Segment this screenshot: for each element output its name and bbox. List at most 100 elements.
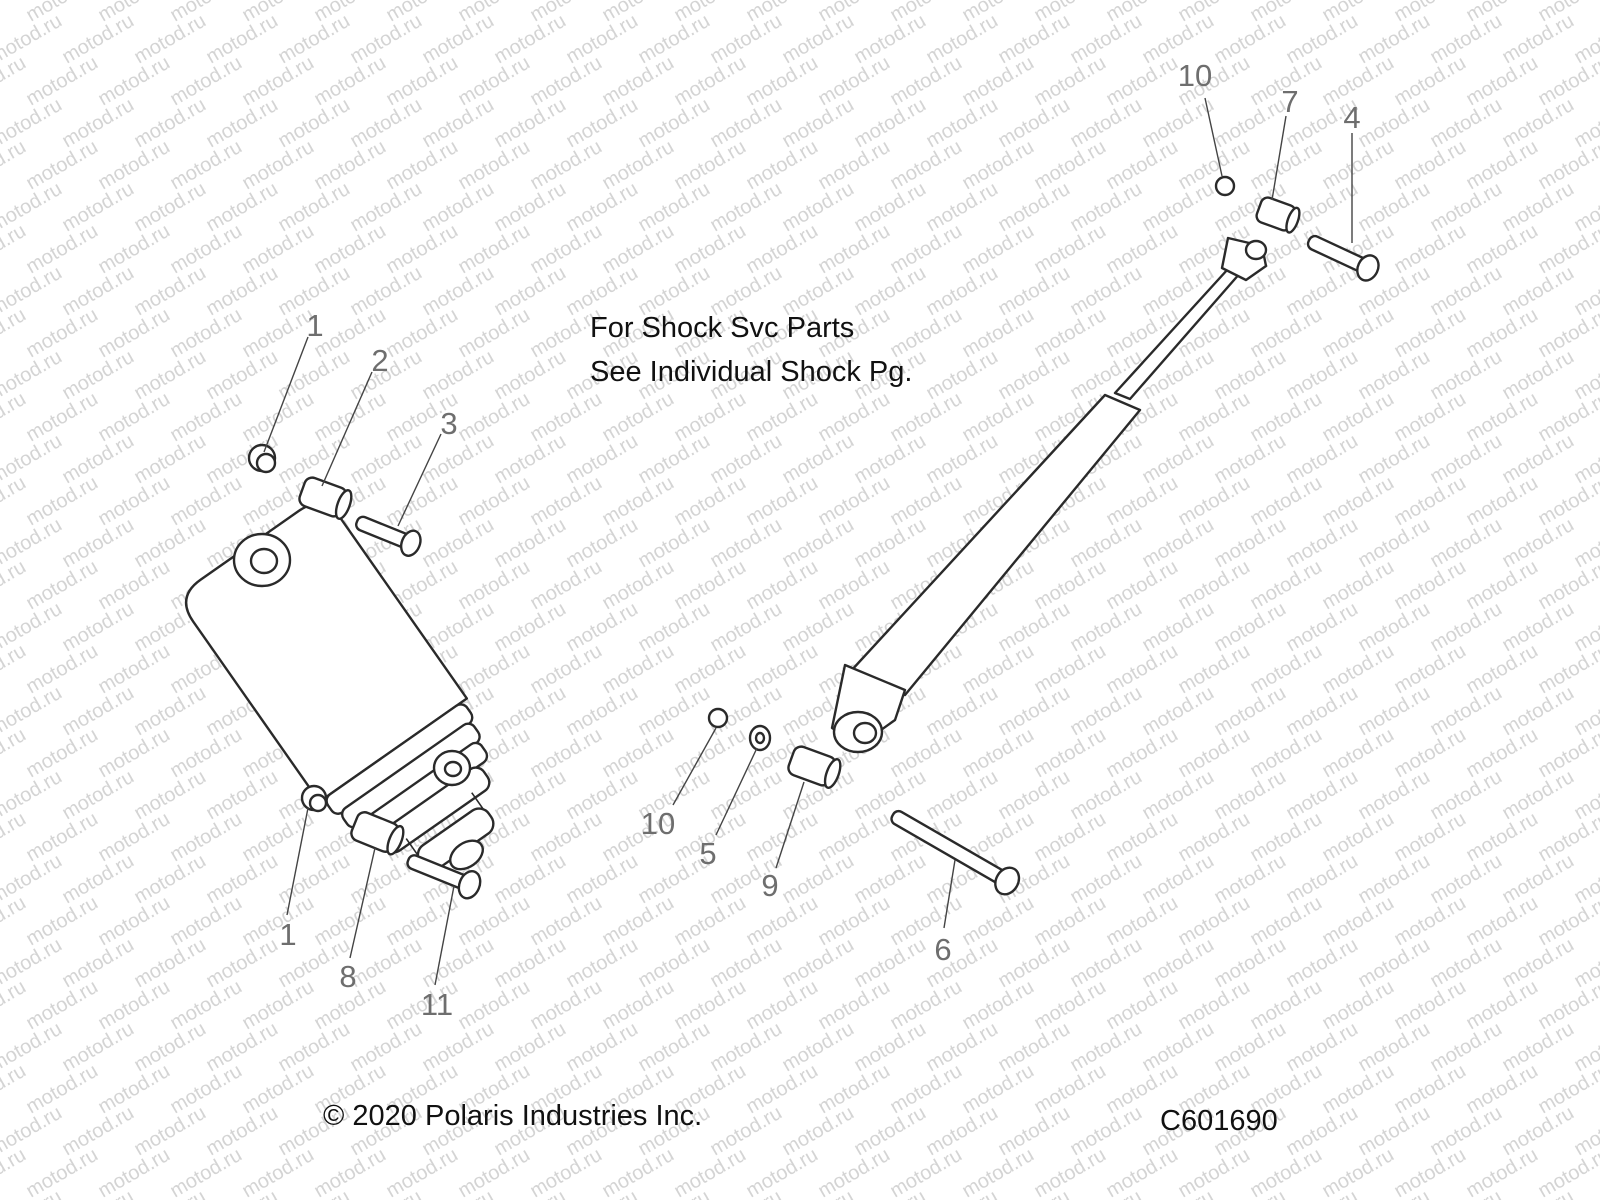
watermark-text: motod.ru (490, 178, 569, 237)
watermark-text: motod.ru (130, 1018, 209, 1077)
callout-7: 7 (1281, 84, 1298, 119)
watermark-text: motod.ru (418, 430, 497, 489)
watermark-text: motod.ru (166, 136, 245, 195)
watermark-text: motod.ru (202, 850, 281, 909)
watermark-text: motod.ru (1138, 1018, 1217, 1077)
watermark-text: motod.ru (202, 1102, 281, 1161)
watermark-text: motod.ru (994, 682, 1073, 741)
watermark-text: motod.ru (202, 1018, 281, 1077)
callout-8: 8 (339, 959, 356, 994)
watermark-text: motod.ru (0, 892, 30, 951)
watermark-text: motod.ru (58, 682, 137, 741)
watermark-text: motod.ru (1498, 850, 1577, 909)
watermark-text: motod.ru (994, 262, 1073, 321)
watermark-text: motod.ru (454, 976, 533, 1035)
watermark-text: motod.ru (1354, 514, 1433, 573)
watermark-text: motod.ru (382, 220, 461, 279)
watermark-text: motod.ru (58, 1102, 137, 1161)
watermark-text: motod.ru (1210, 94, 1289, 153)
watermark-text: motod.ru (310, 136, 389, 195)
watermark-text: motod.ru (58, 514, 137, 573)
watermark-text: motod.ru (778, 934, 857, 993)
watermark-text: motod.ru (1102, 1144, 1181, 1200)
watermark-text: motod.ru (1066, 682, 1145, 741)
watermark-text: motod.ru (1030, 304, 1109, 363)
watermark-text: motod.ru (526, 220, 605, 279)
watermark-text: motod.ru (58, 346, 137, 405)
watermark-text: motod.ru (0, 136, 30, 195)
bolt-11 (406, 854, 482, 900)
watermark-text: motod.ru (1282, 346, 1361, 405)
watermark-text: motod.ru (1318, 976, 1397, 1035)
watermark-text: motod.ru (22, 472, 101, 531)
watermark-text: motod.ru (1246, 892, 1325, 951)
watermark-text: motod.ru (454, 388, 533, 447)
watermark-text: motod.ru (58, 1018, 137, 1077)
watermark-text: motod.ru (886, 52, 965, 111)
watermark-text: motod.ru (1210, 1018, 1289, 1077)
watermark-text: motod.ru (742, 220, 821, 279)
watermark-text: motod.ru (1246, 640, 1325, 699)
watermark-text: motod.ru (1282, 262, 1361, 321)
watermark-text: motod.ru (1030, 808, 1109, 867)
watermark-text: motod.ru (1282, 682, 1361, 741)
watermark-text: motod.ru (1246, 724, 1325, 783)
watermark-text: motod.ru (814, 1144, 893, 1200)
watermark-text: motod.ru (454, 1144, 533, 1200)
watermark-text: motod.ru (1354, 598, 1433, 657)
watermark-text: motod.ru (886, 892, 965, 951)
watermark-text: motod.ru (94, 640, 173, 699)
watermark-text: motod.ru (598, 52, 677, 111)
watermark-text: motod.ru (1354, 934, 1433, 993)
watermark-text: motod.ru (1318, 388, 1397, 447)
watermark-text: motod.ru (922, 262, 1001, 321)
watermark-text: motod.ru (1498, 178, 1577, 237)
watermark-text: motod.ru (958, 52, 1037, 111)
watermark-text: motod.ru (742, 52, 821, 111)
watermark-text: motod.ru (454, 472, 533, 531)
watermark-text: motod.ru (1498, 10, 1577, 69)
watermark-text: motod.ru (1030, 724, 1109, 783)
watermark-text: motod.ru (1066, 178, 1145, 237)
watermark-text: motod.ru (1462, 1060, 1541, 1119)
watermark-text: motod.ru (742, 1060, 821, 1119)
callout-4: 4 (1343, 100, 1360, 135)
watermark-text: motod.ru (526, 724, 605, 783)
watermark-text: motod.ru (1282, 766, 1361, 825)
watermark-text: motod.ru (1426, 850, 1505, 909)
watermark-text: motod.ru (1498, 430, 1577, 489)
watermark-text: motod.ru (1030, 52, 1109, 111)
watermark-text: motod.ru (526, 892, 605, 951)
watermark-text: motod.ru (202, 262, 281, 321)
watermark-text: motod.ru (490, 598, 569, 657)
watermark-text: motod.ru (634, 682, 713, 741)
watermark-text: motod.ru (958, 1144, 1037, 1200)
watermark-text: motod.ru (22, 640, 101, 699)
callouts: 1 2 3 1 8 11 10 7 4 10 5 9 6 (279, 58, 1360, 1022)
watermark-text: motod.ru (886, 136, 965, 195)
watermark-text: motod.ru (742, 472, 821, 531)
watermark-text: motod.ru (1354, 94, 1433, 153)
watermark-text: motod.ru (1390, 724, 1469, 783)
watermark-text: motod.ru (850, 1102, 929, 1161)
watermark-text: motod.ru (130, 262, 209, 321)
watermark-text: motod.ru (490, 934, 569, 993)
sleeve-7 (1255, 196, 1301, 234)
watermark-text: motod.ru (130, 94, 209, 153)
watermark-text: motod.ru (562, 850, 641, 909)
watermark-text: motod.ru (778, 430, 857, 489)
watermark-text: motod.ru (1390, 136, 1469, 195)
watermark-text: motod.ru (670, 724, 749, 783)
watermark-text: motod.ru (202, 934, 281, 993)
watermark-text: motod.ru (58, 262, 137, 321)
watermark-text: motod.ru (418, 94, 497, 153)
watermark-text: motod.ru (886, 220, 965, 279)
callout-9: 9 (761, 868, 778, 903)
watermark-text: motod.ru (526, 808, 605, 867)
watermark-text: motod.ru (1030, 136, 1109, 195)
watermark-text: motod.ru (1246, 136, 1325, 195)
watermark-text: motod.ru (22, 724, 101, 783)
washer-5 (748, 724, 772, 752)
watermark-text: motod.ru (58, 850, 137, 909)
watermark-text: motod.ru (202, 346, 281, 405)
